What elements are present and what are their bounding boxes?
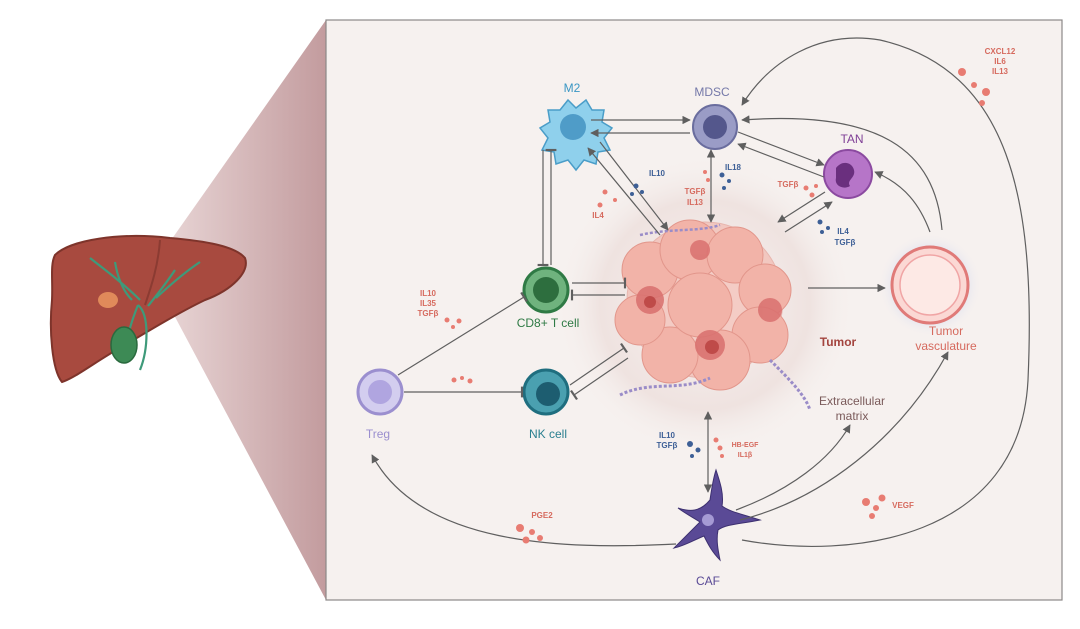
cytokine-caf-tgfb: TGFβ bbox=[657, 441, 678, 450]
treg-cell-icon bbox=[356, 368, 404, 416]
nk-label: NK cell bbox=[529, 427, 567, 441]
tan-neutrophil-icon bbox=[823, 149, 873, 199]
cytokine-mdsc-tgfb: TGFβ bbox=[685, 187, 706, 196]
tumor-vessel-icon bbox=[890, 245, 970, 325]
caf-label: CAF bbox=[696, 574, 720, 588]
caf-fibroblast-icon bbox=[672, 468, 762, 562]
cytokine-il6: IL6 bbox=[994, 57, 1006, 66]
tumor-label: Tumor bbox=[820, 335, 857, 349]
vessel-label-line1: Tumor bbox=[929, 324, 963, 338]
cytokine-vegf: VEGF bbox=[892, 501, 914, 510]
cytokine-treg-tgfb: TGFβ bbox=[418, 309, 439, 318]
cytokine-mdsc-il13: IL13 bbox=[687, 198, 704, 207]
cytokine-treg-il35: IL35 bbox=[420, 299, 437, 308]
cytokine-tan-tgfb-blue: TGFβ bbox=[835, 238, 856, 247]
tan-label: TAN bbox=[840, 132, 863, 146]
m2-label: M2 bbox=[564, 81, 581, 95]
cytokine-m2-il10: IL10 bbox=[649, 169, 666, 178]
cytokine-mdsc-il18: IL18 bbox=[725, 163, 742, 172]
cytokine-caf-il1b: IL1β bbox=[738, 452, 753, 459]
cytokine-m2-il4: IL4 bbox=[592, 211, 604, 220]
cytokine-treg-il10: IL10 bbox=[420, 289, 437, 298]
cytokine-cxcl12: CXCL12 bbox=[985, 47, 1016, 56]
cytokine-caf-hbegf: HB-EGF bbox=[732, 442, 760, 449]
cytokine-caf-il10: IL10 bbox=[659, 431, 676, 440]
cytokine-dots bbox=[444, 68, 990, 544]
cd8-t-cell-icon bbox=[522, 266, 570, 314]
treg-label: Treg bbox=[366, 427, 390, 441]
cytokine-il13: IL13 bbox=[992, 67, 1009, 76]
nk-cell-icon bbox=[522, 368, 570, 416]
cytokine-tan-tgfb: TGFβ bbox=[778, 180, 799, 189]
vessel-label-line2: vasculature bbox=[915, 339, 977, 353]
ecm-label-line2: matrix bbox=[836, 409, 869, 423]
cytokine-tan-il4: IL4 bbox=[837, 227, 849, 236]
ecm-label-line1: Extracellular bbox=[819, 394, 885, 408]
interaction-arrows bbox=[371, 37, 1030, 547]
cd8-label: CD8+ T cell bbox=[517, 316, 580, 330]
liver-icon bbox=[49, 235, 247, 384]
tumor-mass-icon bbox=[614, 219, 812, 411]
mdsc-label: MDSC bbox=[694, 85, 730, 99]
mdsc-cell-icon bbox=[692, 104, 738, 150]
cytokine-pge2: PGE2 bbox=[531, 511, 553, 520]
zoom-cone bbox=[150, 20, 326, 600]
